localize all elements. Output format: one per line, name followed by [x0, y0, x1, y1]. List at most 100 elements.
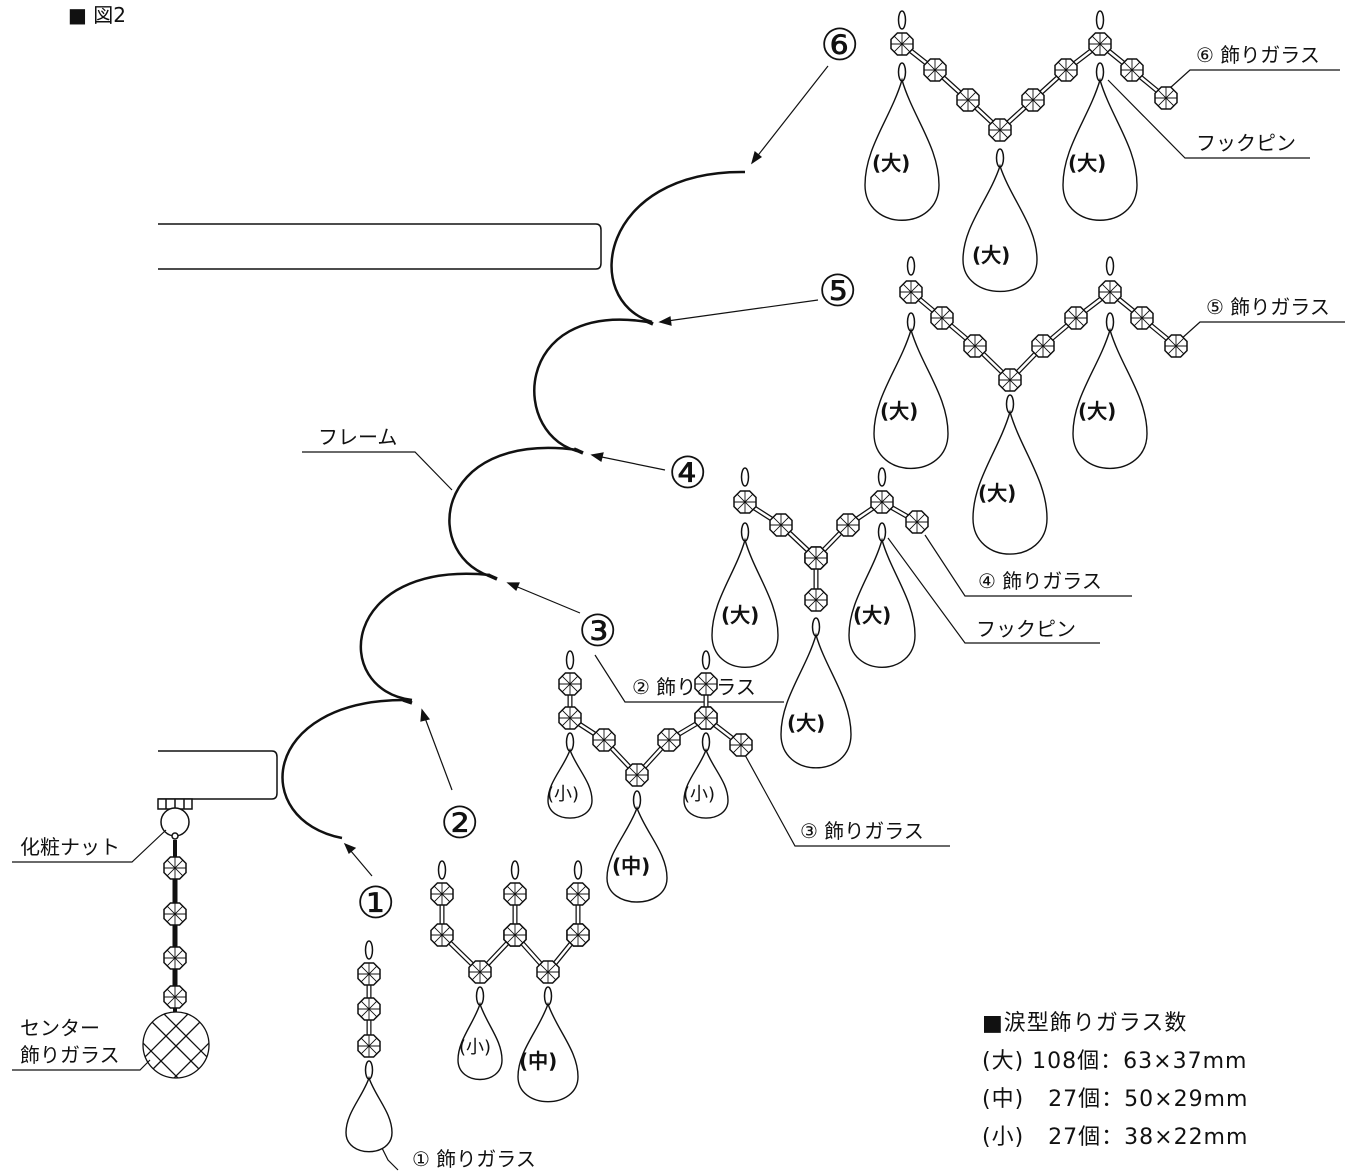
crystal-bead: [558, 672, 582, 696]
size-label-s4c: (大): [787, 711, 825, 735]
crystal-bead: [163, 856, 187, 880]
crystal-bead: [163, 946, 187, 970]
hanging-ring: [510, 860, 520, 880]
teardrop-glass: [457, 1001, 503, 1081]
stage-number-3: ③: [578, 606, 617, 657]
teardrop-glass: [606, 805, 668, 903]
hook-pin-label-2: フックピン: [1196, 131, 1296, 155]
glass-label-5: ⑤ 飾りガラス: [1206, 295, 1330, 319]
crystal-bead: [625, 763, 649, 787]
stage-number-2: ②: [440, 798, 479, 849]
crystal-bead: [769, 513, 793, 537]
hanging-ring: [437, 860, 447, 880]
crystal-bead: [357, 962, 381, 986]
teardrop-glass: [345, 1075, 393, 1153]
size-label-s6b: (大): [1068, 151, 1106, 175]
crystal-bead: [503, 882, 527, 906]
stage-number-6: ⑥: [820, 20, 859, 71]
teardrop-glass: [972, 409, 1048, 555]
crystal-bead: [503, 923, 527, 947]
crystal-bead: [430, 923, 454, 947]
crystal-bead: [357, 1034, 381, 1058]
crystal-bead: [566, 923, 590, 947]
crystal-bead: [733, 490, 757, 514]
legend-title: ■涙型飾りガラス数: [982, 1011, 1188, 1036]
crystal-bead: [1098, 280, 1122, 304]
hanging-ring: [364, 940, 374, 960]
teardrop-glass: [848, 537, 916, 668]
frame-arc-5: [610, 170, 746, 324]
frame-label: フレーム: [318, 425, 397, 449]
crystal-bead: [870, 490, 894, 514]
crystal-bead: [468, 960, 492, 984]
hanging-ring: [565, 650, 575, 670]
legend-row-large: (大) 108個：63×37mm: [982, 1049, 1248, 1074]
crystal-bead: [1154, 86, 1178, 110]
frame-arc-2: [359, 572, 491, 702]
center-glass-ball: [142, 1011, 210, 1079]
size-label-s5c: (大): [978, 481, 1016, 505]
teardrop-glass: [683, 747, 729, 819]
teardrop-glass: [962, 163, 1038, 292]
glass-label-3: ③ 飾りガラス: [800, 819, 924, 843]
crystal-bead: [890, 32, 914, 56]
teardrop-glass: [711, 537, 779, 668]
stage-number-5: ⑤: [818, 266, 857, 317]
crystal-bead: [930, 306, 954, 330]
size-label-s2b: (中): [519, 1049, 557, 1073]
frame-arc-1: [281, 698, 406, 840]
size-label-s4b: (大): [853, 603, 891, 627]
crystal-bead: [1164, 334, 1188, 358]
size-label-s2a: (小): [459, 1037, 491, 1058]
crystal-bead: [1130, 306, 1154, 330]
body-plate-bottom: [158, 750, 278, 800]
stage-number-4: ④: [668, 448, 707, 499]
hanging-ring: [877, 467, 887, 487]
crystal-bead: [1088, 32, 1112, 56]
size-label-s6c: (大): [972, 243, 1010, 267]
hanging-ring: [897, 10, 907, 30]
crystal-bead: [899, 280, 923, 304]
crystal-bead: [836, 513, 860, 537]
crystal-bead: [1054, 58, 1078, 82]
crystal-bead: [905, 510, 929, 534]
crystal-bead: [1031, 334, 1055, 358]
drop-glass-count-legend: ■涙型飾りガラス数 (大) 108個：63×37mm (中) 27個：50×29…: [982, 1005, 1248, 1157]
crystal-bead: [694, 672, 718, 696]
crystal-bead: [1120, 58, 1144, 82]
crystal-bead: [804, 546, 828, 570]
crystal-bead: [1021, 88, 1045, 112]
crystal-bead: [694, 706, 718, 730]
body-plate-top: [158, 223, 602, 270]
frame-arcs: [281, 170, 746, 840]
frame-arc-3: [448, 446, 579, 580]
crystal-bead: [988, 118, 1012, 142]
crystal-bead: [558, 706, 582, 730]
crystal-bead: [163, 902, 187, 926]
hanging-ring: [740, 467, 750, 487]
teardrop-glass: [864, 77, 940, 221]
stage-arrows: [343, 65, 829, 877]
size-label-s3b: (小): [683, 784, 715, 805]
crystal-bead: [923, 58, 947, 82]
teardrop-glass: [1062, 77, 1138, 221]
teardrop-glass: [873, 327, 949, 469]
teardrop-glass: [547, 747, 593, 819]
size-label-s5b: (大): [1078, 399, 1116, 423]
glass-label-2: ② 飾りガラス: [632, 675, 756, 699]
size-label-s3a: (小): [547, 784, 579, 805]
cosmetic-nut: [157, 798, 193, 840]
crystal-bead: [163, 985, 187, 1009]
figure-title: ■ 図2: [68, 3, 126, 27]
crystal-bead: [657, 728, 681, 752]
glass-label-4: ④ 飾りガラス: [978, 569, 1102, 593]
center-glass-chain: [163, 840, 187, 1015]
frame-arc-4: [533, 318, 649, 454]
hanging-ring: [1105, 256, 1115, 276]
glass-label-6: ⑥ 飾りガラス: [1196, 43, 1320, 67]
size-label-s6a: (大): [872, 151, 910, 175]
crystal-bead: [430, 882, 454, 906]
crystal-bead: [536, 960, 560, 984]
crystal-bead: [566, 882, 590, 906]
stage-number-1: ①: [356, 878, 395, 929]
